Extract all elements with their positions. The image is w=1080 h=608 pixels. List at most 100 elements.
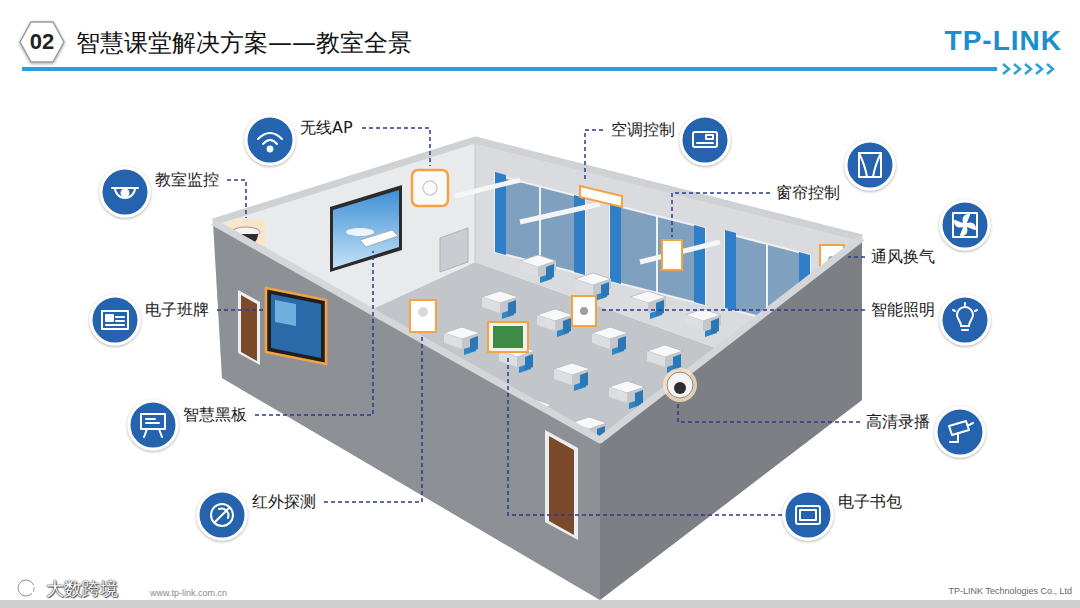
illustration-circle — [32, 585, 42, 595]
icon-glyph — [846, 141, 894, 189]
icon-stroke — [953, 213, 977, 237]
callout-label: 智慧黑板 — [183, 405, 247, 424]
icon-stroke — [693, 132, 717, 147]
callout-node: 教室监控 — [99, 166, 219, 218]
illustration-circle — [418, 307, 428, 317]
icon-stroke — [697, 142, 713, 144]
icon-stroke — [102, 311, 128, 329]
illustration-use — [520, 255, 556, 283]
illustration-polyline — [213, 222, 862, 440]
page-title: 智慧课堂解决方案——教室全景 — [76, 27, 412, 59]
illustration-use — [444, 327, 480, 355]
illustration-rect — [493, 326, 523, 348]
icon-circle — [198, 491, 246, 539]
callout-node: 高清录播 — [866, 406, 986, 458]
icon-glyph — [246, 116, 294, 164]
callout-node: 智慧黑板 — [127, 399, 247, 451]
illustration-rect — [410, 300, 436, 332]
illustration-use — [609, 381, 645, 409]
callout-node: 通风换气 — [871, 199, 991, 251]
icon-glyph — [941, 296, 989, 344]
icon-stroke — [211, 504, 233, 526]
illustration-use — [482, 291, 518, 319]
illustration-path — [678, 403, 860, 422]
illustration-polygon — [610, 204, 705, 305]
illustration-polygon — [545, 430, 578, 540]
illustration-polygon — [238, 290, 260, 365]
icon-glyph — [101, 168, 149, 216]
illustration-line — [455, 180, 520, 196]
illustration-polygon — [580, 186, 622, 207]
illustration-use — [630, 291, 666, 319]
illustration-line — [520, 204, 600, 222]
icon-badge — [127, 399, 179, 451]
callout-node: 窗帘控制 — [776, 139, 896, 191]
header-decoration — [20, 22, 1053, 74]
icon-stroke — [268, 147, 273, 152]
icon-badge — [196, 489, 248, 541]
icon-stroke — [796, 506, 820, 524]
illustration-polygon — [549, 436, 574, 535]
callout-label: 智能照明 — [871, 300, 935, 319]
illustration-rect — [412, 170, 448, 206]
callout-label: 无线AP — [300, 118, 353, 137]
icon-circle — [246, 116, 294, 164]
illustration-polygon — [333, 190, 399, 268]
icon-badge — [782, 489, 834, 541]
footer-company: TP-LINK Technologies Co., Ltd — [949, 586, 1072, 596]
illustration-circle — [580, 307, 588, 315]
illustration-rect — [488, 322, 528, 352]
icon-stroke — [953, 303, 977, 330]
illustration-circle — [674, 382, 686, 394]
brand-logo: TP-LINK — [945, 25, 1062, 57]
icon-circle — [784, 491, 832, 539]
icon-circle — [129, 401, 177, 449]
callout-label: 空调控制 — [611, 120, 675, 139]
icon-stroke — [706, 135, 713, 139]
callout-node: 无线AP — [244, 114, 353, 166]
icon-badge — [939, 199, 991, 251]
icon-stroke — [215, 508, 229, 522]
illustration-path — [255, 251, 373, 415]
illustration-polygon — [360, 230, 398, 247]
icon-stroke — [122, 190, 129, 197]
icon-glyph — [198, 491, 246, 539]
illustration-polyline — [1003, 64, 1009, 74]
illustration-polyline — [1047, 64, 1053, 74]
callout-node: 电子书包 — [782, 489, 902, 541]
icon-circle — [941, 201, 989, 249]
illustration-polygon — [20, 22, 64, 62]
illustration-polygon — [330, 185, 402, 272]
illustration-path — [217, 309, 263, 311]
footer-decoration — [0, 580, 1080, 608]
callout-label: 窗帘控制 — [776, 183, 840, 202]
icon-circle — [101, 168, 149, 216]
icon-stroke — [950, 423, 973, 442]
illustration-rect — [662, 240, 682, 270]
illustration-rect — [22, 67, 997, 71]
icon-stroke — [106, 315, 113, 321]
illustration-path — [324, 336, 422, 502]
illustration-circle — [667, 372, 693, 398]
icon-stroke — [258, 133, 282, 139]
illustration-polygon — [275, 300, 296, 326]
section-number: 02 — [20, 29, 64, 55]
icon-badge — [99, 166, 151, 218]
illustration-path — [672, 193, 770, 237]
illustration-polygon — [241, 295, 257, 361]
illustration-line — [656, 216, 658, 293]
front-walls — [213, 222, 862, 600]
icon-stroke — [949, 421, 969, 435]
icon-circle — [681, 116, 729, 164]
illustration-line — [475, 140, 476, 262]
icon-badge — [244, 114, 296, 166]
icon-stroke — [957, 307, 973, 326]
illustration-use — [537, 309, 573, 337]
icon-stroke — [955, 215, 975, 235]
illustration-use — [592, 327, 628, 355]
illustration-polygon — [266, 288, 326, 364]
icon-stroke — [115, 188, 135, 198]
illustration-use — [554, 363, 590, 391]
room — [213, 140, 862, 600]
icon-stroke — [263, 140, 277, 144]
